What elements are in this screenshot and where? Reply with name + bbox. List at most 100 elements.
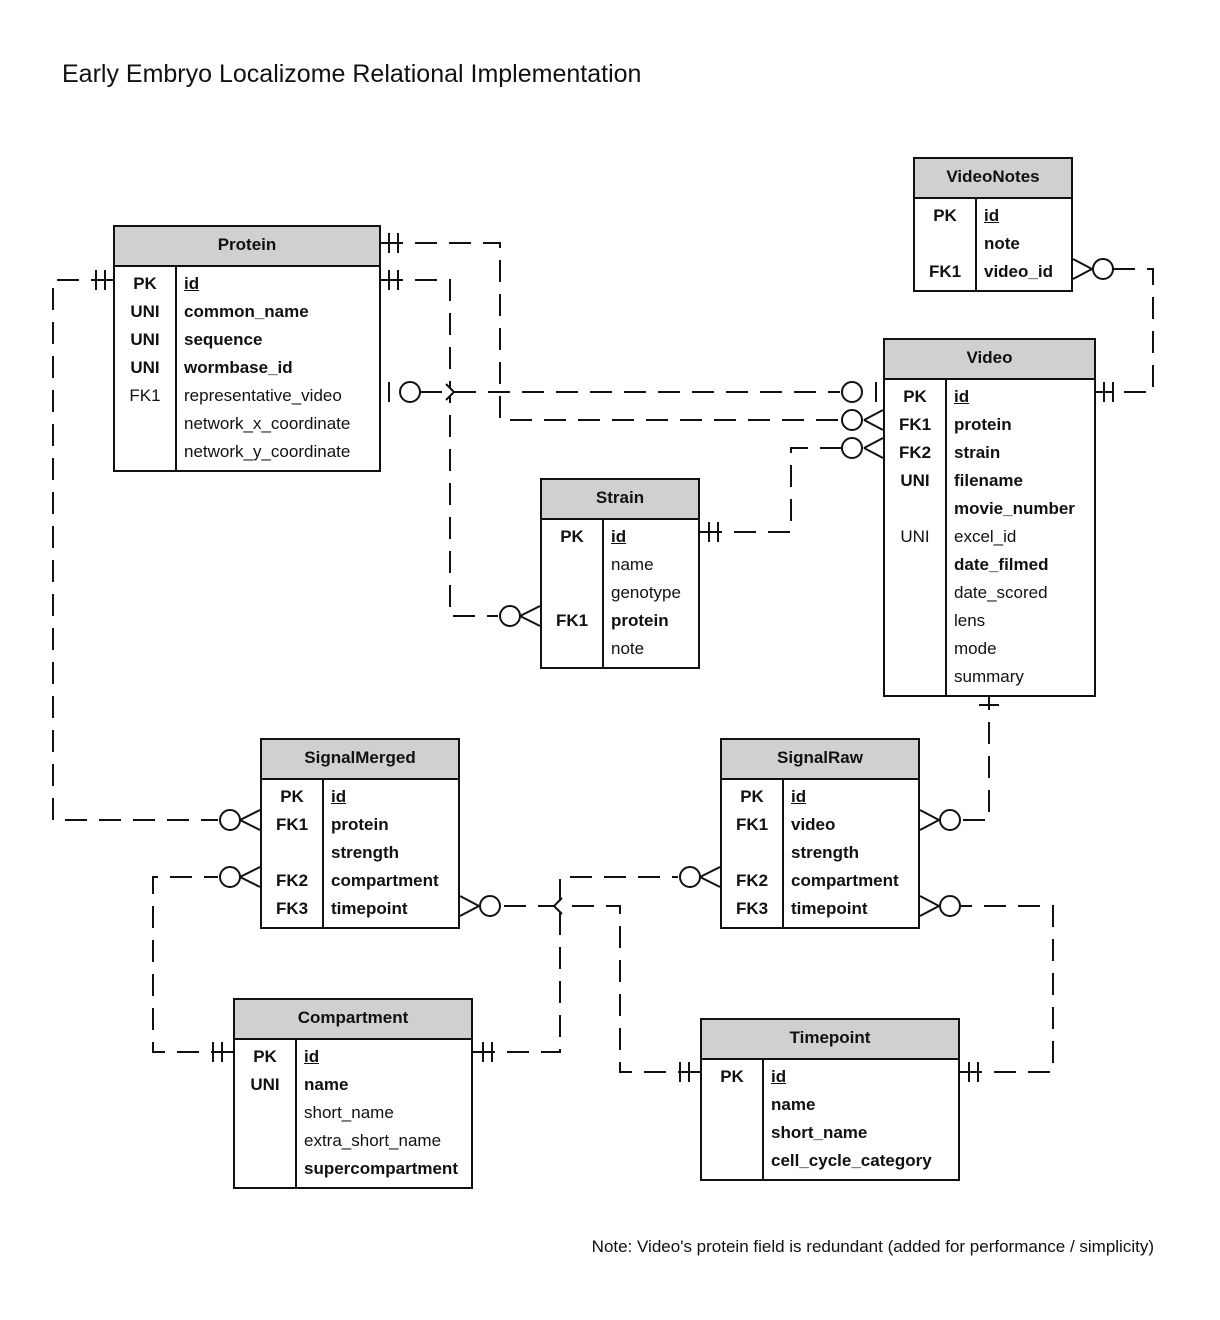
field-name: id — [954, 387, 970, 406]
field-name: compartment — [791, 871, 899, 890]
field-name: id — [771, 1067, 787, 1086]
field-key — [885, 635, 945, 663]
field-row: FK3 timepoint — [262, 895, 458, 923]
field-name: timepoint — [331, 899, 408, 918]
field-name: genotype — [611, 583, 681, 602]
field-name: mode — [954, 639, 997, 658]
field-key — [702, 1147, 762, 1175]
field-key: FK3 — [735, 899, 769, 918]
rel-compartment-signalraw — [473, 876, 678, 1053]
field-key: FK2 — [898, 443, 932, 462]
field-name: timepoint — [791, 899, 868, 918]
field-name: short_name — [304, 1103, 394, 1122]
entity-header: Timepoint — [702, 1020, 958, 1060]
field-row: FK1 video_id — [915, 258, 1071, 286]
field-key: UNI — [250, 1075, 280, 1094]
field-name: video_id — [984, 262, 1053, 281]
field-key — [542, 635, 602, 663]
field-name: name — [611, 555, 654, 574]
field-key — [115, 438, 175, 466]
field-key: FK2 — [275, 871, 309, 890]
field-key — [115, 410, 175, 438]
field-name: protein — [954, 415, 1012, 434]
field-key: FK1 — [275, 815, 309, 834]
rel-protein-video-protein — [381, 242, 842, 421]
field-row: FK2 compartment — [262, 867, 458, 895]
field-name: strain — [954, 443, 1001, 462]
field-name: lens — [954, 611, 986, 630]
field-row: genotype — [542, 579, 698, 607]
field-key: UNI — [130, 330, 160, 349]
field-key — [542, 579, 602, 607]
rel-timepoint-signalmerged — [501, 905, 700, 1073]
field-key — [885, 495, 945, 523]
field-row: FK1 protein — [262, 811, 458, 839]
field-key — [722, 839, 782, 867]
field-key — [885, 579, 945, 607]
field-name: network_y_coordinate — [184, 442, 351, 461]
field-name: protein — [611, 611, 669, 630]
field-row: UNI name — [235, 1071, 471, 1099]
field-row: strength — [722, 839, 918, 867]
entity-header: SignalRaw — [722, 740, 918, 780]
field-key: FK1 — [735, 815, 769, 834]
field-key: FK1 — [928, 262, 962, 281]
rel-strain-video — [700, 447, 842, 533]
field-name: strength — [331, 843, 399, 862]
field-key — [235, 1099, 295, 1127]
field-row: short_name — [702, 1119, 958, 1147]
field-row: network_x_coordinate — [115, 410, 379, 438]
field-key: PK — [933, 206, 957, 225]
field-key — [702, 1091, 762, 1119]
field-row: note — [915, 230, 1071, 258]
entity-header: Compartment — [235, 1000, 471, 1040]
field-name: name — [304, 1075, 349, 1094]
field-key — [885, 551, 945, 579]
field-name: wormbase_id — [184, 358, 293, 377]
field-name: id — [611, 527, 627, 546]
field-row: name — [702, 1091, 958, 1119]
field-key: FK1 — [898, 415, 932, 434]
field-name: supercompartment — [304, 1159, 458, 1178]
field-key: UNI — [900, 471, 930, 490]
field-name: id — [184, 274, 200, 293]
field-row: strength — [262, 839, 458, 867]
rel-timepoint-signalraw — [960, 905, 1054, 1073]
field-key: FK3 — [275, 899, 309, 918]
field-row: PK id — [702, 1063, 958, 1091]
entity-header: Video — [885, 340, 1094, 380]
field-key: PK — [253, 1047, 277, 1066]
field-row: name — [542, 551, 698, 579]
one-bars — [95, 233, 1114, 1082]
diagram-title: Early Embryo Localizome Relational Imple… — [62, 60, 642, 88]
crow-feet — [239, 258, 1093, 917]
field-name: id — [984, 206, 1000, 225]
field-key — [885, 663, 945, 691]
field-name: protein — [331, 815, 389, 834]
field-key: PK — [560, 527, 584, 546]
rel-protein-strain — [381, 279, 498, 617]
field-key: PK — [280, 787, 304, 806]
field-name: excel_id — [954, 527, 1017, 546]
field-name: compartment — [331, 871, 439, 890]
field-row: FK3 timepoint — [722, 895, 918, 923]
entity-header: VideoNotes — [915, 159, 1071, 199]
field-name: date_scored — [954, 583, 1048, 602]
field-key — [915, 230, 975, 258]
field-key: PK — [720, 1067, 744, 1086]
footnote: Note: Video's protein field is redundant… — [591, 1237, 1154, 1256]
field-row: date_filmed — [885, 551, 1094, 579]
field-row: PK id — [542, 523, 698, 551]
field-row: summary — [885, 663, 1094, 691]
